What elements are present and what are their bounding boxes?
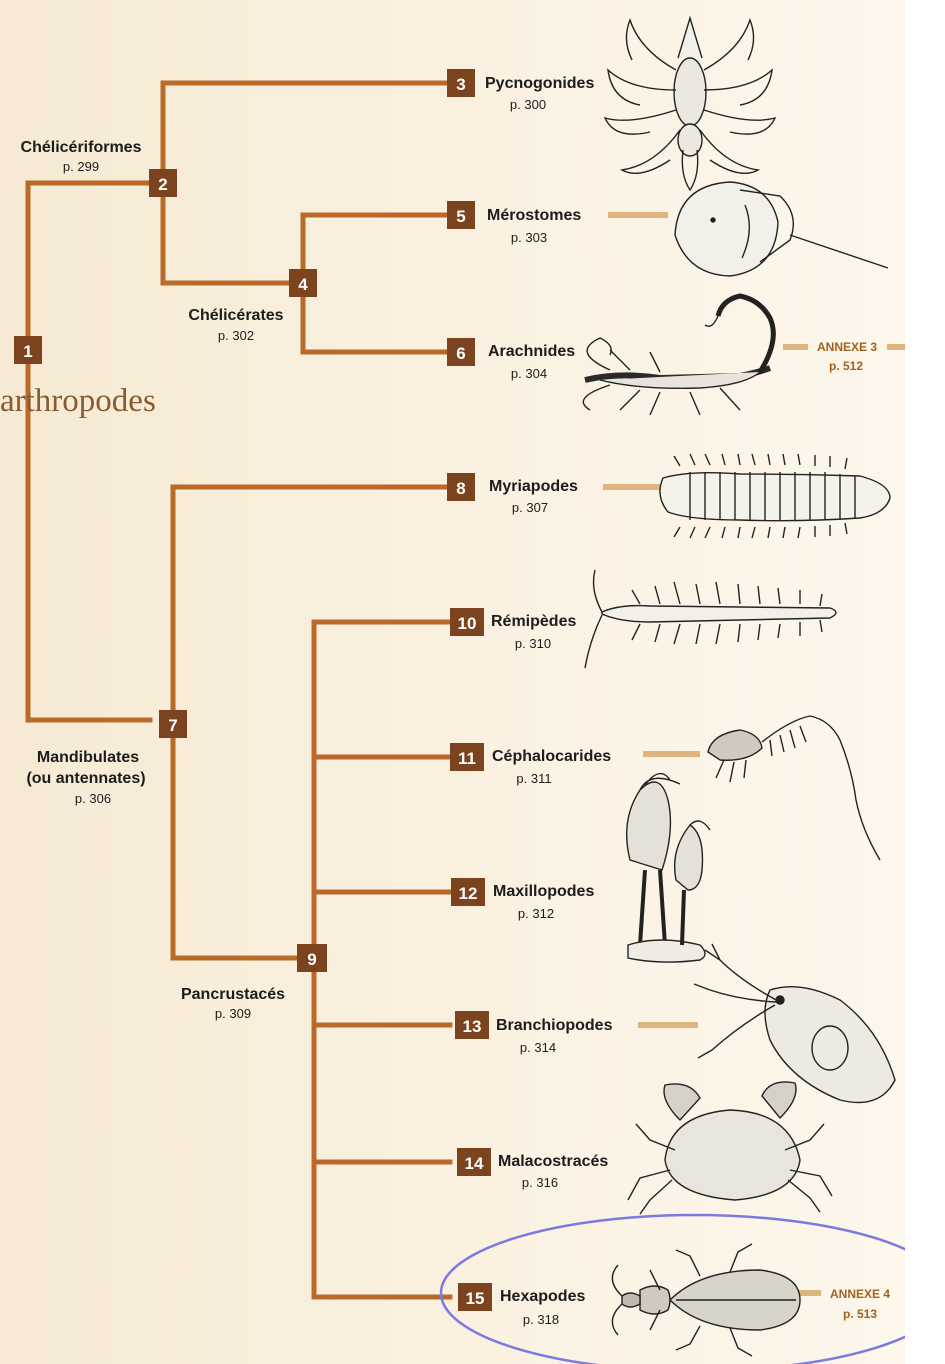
page-pancrustaces: p. 309	[215, 1006, 251, 1021]
leaf-11-number: 11	[458, 749, 476, 768]
leaf-8-number: 8	[456, 479, 465, 498]
leaf-14-name: Malacostracés	[498, 1153, 608, 1170]
node-labels: Chélicériformes p. 299 Chélicérates p. 3…	[21, 139, 286, 1021]
leaf-10-name: Rémipèdes	[491, 613, 576, 630]
label-mandibulates-line2: (ou antennates)	[26, 770, 145, 787]
leaf-6-page: p. 304	[511, 366, 547, 381]
leaf-6-number: 6	[456, 344, 465, 363]
leaf-branchiopodes: 13 Branchiopodes p. 314	[455, 1011, 613, 1055]
node-1: 1	[14, 336, 42, 364]
node-9: 9	[297, 944, 327, 972]
leaf-maxillopodes: 12 Maxillopodes p. 312	[451, 878, 594, 921]
branch-2-4	[163, 183, 290, 283]
node-4-number: 4	[298, 275, 308, 294]
sea-spider-icon	[605, 18, 775, 190]
leaf-14-page: p. 316	[522, 1175, 558, 1190]
leaf-remipedes: 10 Rémipèdes p. 310	[450, 608, 576, 651]
leaf-3-name: Pycnogonides	[485, 75, 594, 92]
leaf-10-number: 10	[458, 614, 477, 633]
beetle-icon	[612, 1244, 800, 1356]
leaf-cephalocarides: 11 Céphalocarides p. 311	[450, 743, 611, 786]
node-4: 4	[289, 269, 317, 297]
annexe-3-reference: ANNEXE 3 p. 512	[817, 340, 877, 373]
barnacle-icon	[627, 774, 710, 963]
remipede-icon	[585, 570, 836, 668]
label-chelicerates: Chélicérates	[188, 307, 283, 324]
water-flea-icon	[694, 944, 895, 1103]
page-cheliceriformes: p. 299	[63, 159, 99, 174]
annexe-4-reference: ANNEXE 4 p. 513	[830, 1287, 890, 1321]
leaf-myriapodes: 8 Myriapodes p. 307	[447, 473, 578, 515]
branch-4-6	[303, 283, 450, 352]
leaf-pycnogonides: 3 Pycnogonides p. 300	[447, 69, 594, 112]
branch-7-9	[173, 720, 298, 958]
node-2: 2	[149, 169, 177, 197]
leaf-11-page: p. 311	[516, 771, 551, 786]
node-7: 7	[159, 710, 187, 738]
node-7-number: 7	[168, 716, 177, 735]
arthropod-cladogram: 1 2 4 7 9 Chélicériformes p. 299 Chélicé…	[0, 0, 905, 1364]
cephalocarid-icon	[708, 716, 880, 860]
crab-icon	[628, 1082, 832, 1214]
leaf-arachnides: 6 Arachnides p. 304	[447, 338, 575, 381]
leaf-3-page: p. 300	[510, 97, 546, 112]
label-cheliceriformes: Chélicériformes	[21, 139, 142, 156]
node-2-number: 2	[158, 175, 167, 194]
leaf-12-page: p. 312	[518, 906, 554, 921]
leaf-5-number: 5	[456, 207, 465, 226]
node-1-number: 1	[23, 342, 32, 361]
page-mandibulates: p. 306	[75, 791, 111, 806]
annexe-3-title: ANNEXE 3	[817, 340, 877, 354]
leaf-8-page: p. 307	[512, 500, 548, 515]
label-pancrustaces: Pancrustacés	[181, 986, 285, 1003]
leaf-6-name: Arachnides	[488, 343, 575, 360]
leaf-malacostraces: 14 Malacostracés p. 316	[457, 1148, 608, 1190]
annexe-4-title: ANNEXE 4	[830, 1287, 890, 1301]
leaf-13-name: Branchiopodes	[496, 1017, 613, 1034]
branch-9-13	[314, 958, 450, 1297]
node-9-number: 9	[307, 950, 316, 969]
leaf-15-number: 15	[466, 1289, 485, 1308]
leaf-12-name: Maxillopodes	[493, 883, 594, 900]
leaf-merostomes: 5 Mérostomes p. 303	[447, 201, 581, 245]
label-mandibulates: Mandibulates	[37, 749, 139, 766]
page-chelicerates: p. 302	[218, 328, 254, 343]
leaf-15-name: Hexapodes	[500, 1288, 585, 1305]
tree-branches	[28, 83, 450, 1297]
illustrations	[583, 18, 895, 1356]
annexe-3-page: p. 512	[829, 359, 863, 373]
leaf-hexapodes: 15 Hexapodes p. 318	[458, 1283, 585, 1327]
leaf-13-page: p. 314	[520, 1040, 556, 1055]
annexe-4-page: p. 513	[843, 1307, 877, 1321]
branch-1-2	[28, 183, 150, 350]
leaf-5-page: p. 303	[511, 230, 547, 245]
leaf-10-page: p. 310	[515, 636, 551, 651]
leaf-14-number: 14	[465, 1154, 484, 1173]
horseshoe-crab-icon	[675, 182, 888, 276]
leaf-15-page: p. 318	[523, 1312, 559, 1327]
branch-4-5	[303, 215, 450, 283]
leaf-13-number: 13	[463, 1017, 482, 1036]
millipede-icon	[660, 454, 890, 538]
scorpion-icon	[583, 296, 773, 415]
branch-9-10	[314, 622, 450, 958]
leaf-11-name: Céphalocarides	[492, 748, 611, 765]
branch-2-3	[163, 83, 450, 183]
phylogeny-page: 1 2 4 7 9 Chélicériformes p. 299 Chélicé…	[0, 0, 905, 1364]
arthropodes-overlay-label: arthropodes	[0, 383, 156, 420]
leaf-5-name: Mérostomes	[487, 207, 581, 224]
leaf-12-number: 12	[459, 884, 478, 903]
leaf-8-name: Myriapodes	[489, 478, 578, 495]
leaf-3-number: 3	[456, 75, 465, 94]
